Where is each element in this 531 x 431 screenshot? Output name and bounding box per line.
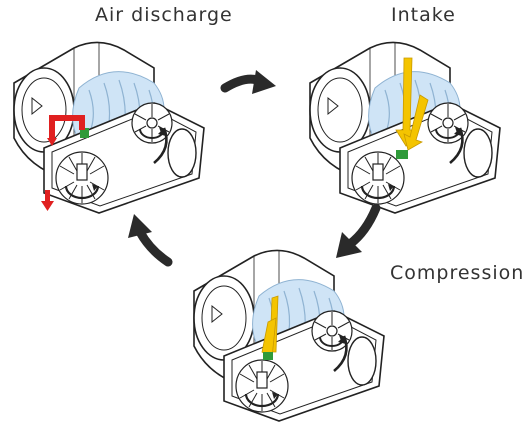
port-green-discharge: [80, 128, 89, 138]
compressor-stage-icon: [192, 248, 386, 423]
port-green-compression: [263, 352, 273, 360]
air-discharge-label: Air discharge: [95, 4, 233, 26]
compressor-stage-icon: [308, 40, 502, 215]
compressor-stage-icon: [12, 40, 206, 215]
cycle-arrow-icon: [128, 214, 173, 267]
intake-label: Intake: [391, 4, 456, 26]
cycle-arrow-icon: [336, 203, 381, 258]
compression-label: Compression: [390, 262, 525, 284]
port-green-intake: [396, 150, 408, 159]
cycle-arrow-icon: [220, 70, 276, 94]
discharge-path-icon: [49, 115, 85, 138]
discharge-arrow-icon: [45, 190, 50, 202]
